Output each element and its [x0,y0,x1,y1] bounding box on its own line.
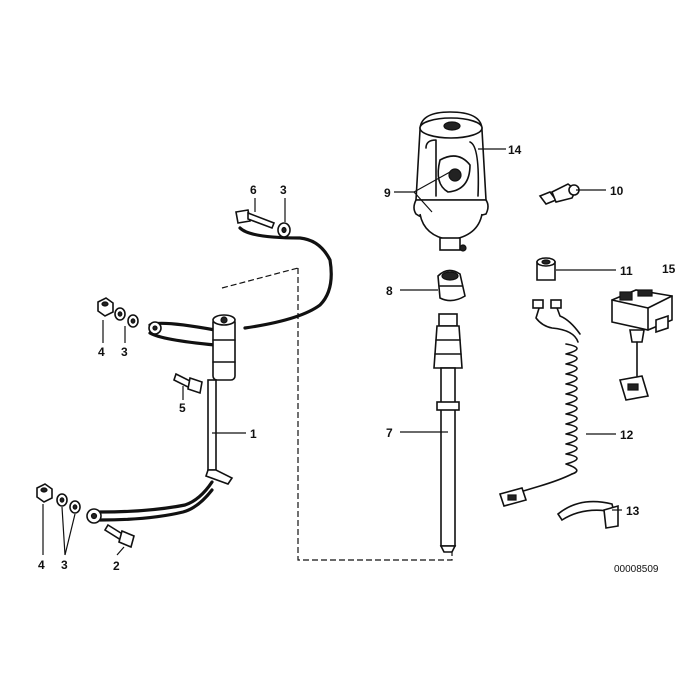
part-3-washers-mid [114,307,139,328]
part-15-switch [611,289,673,401]
callout-4-mid: 4 [98,345,105,359]
callout-3-upper: 3 [280,183,287,197]
part-11-grommet [536,257,556,281]
callout-14: 14 [508,143,522,157]
part-2-bolt [103,523,135,549]
part-5-bolt [173,372,203,395]
callout-2: 2 [113,559,120,573]
callout-1: 1 [250,427,257,441]
part-1-bracket [86,226,333,524]
callout-11: 11 [620,264,633,278]
assembly-dashed-line [297,268,453,561]
assembly-dashed-line-top [221,267,299,289]
callout-3-lower: 3 [61,558,68,572]
callout-10: 10 [610,184,624,198]
part-4-nut-mid [97,297,114,317]
part-6-bolt [235,209,276,230]
part-10-bulb [538,183,580,205]
part-9-lamp-base [413,199,489,252]
reference-number: 00008509 [614,564,659,575]
callout-15: 15 [662,262,676,276]
callout-5: 5 [179,401,186,415]
callout-12: 12 [620,428,634,442]
part-4-nut-lower [36,483,53,503]
callout-6: 6 [250,183,257,197]
callout-3-mid: 3 [121,345,128,359]
part-14-lamp-dome [415,111,487,201]
part-12-coiled-cable [498,299,581,507]
callout-9: 9 [384,186,391,200]
part-8-socket [437,269,466,302]
part-13-clip [556,500,619,529]
callout-4-lower: 4 [38,558,45,572]
part-3-washers-lower [56,493,81,514]
leader-lines [42,148,622,556]
part-3-washer-upper [277,222,291,238]
callout-7: 7 [386,426,393,440]
callout-8: 8 [386,284,393,298]
callout-13: 13 [626,504,640,518]
part-7-mast [433,313,463,553]
